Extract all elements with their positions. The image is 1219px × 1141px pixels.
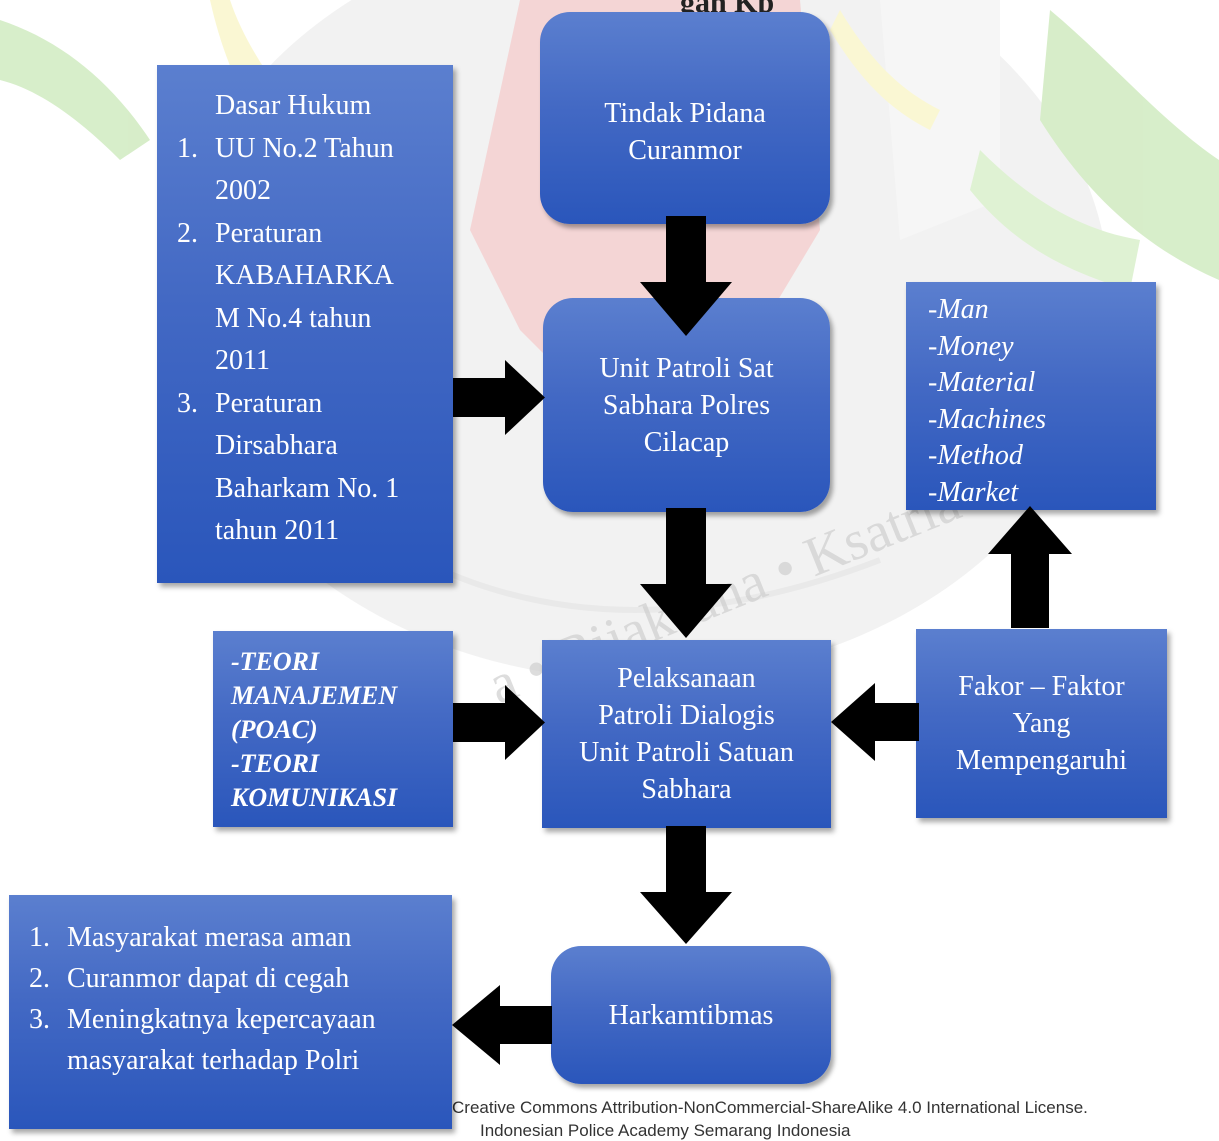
list-item: 3. Meningkatnya kepercayaan masyarakat t… xyxy=(29,1004,376,1076)
outcomes-box: 1. Masyarakat merasa aman 2. Curanmor da… xyxy=(9,895,452,1129)
arrow-up-icon xyxy=(988,506,1072,628)
faktor-node: Fakor – Faktor Yang Mempengaruhi xyxy=(916,629,1167,818)
arrow-left-icon xyxy=(831,683,919,761)
outcomes-list: 1. Masyarakat merasa aman 2. Curanmor da… xyxy=(29,917,452,1081)
dasar-hukum-box: Dasar Hukum 1. UU No.2 Tahun 2002 2. Per… xyxy=(157,65,453,583)
arrow-down-icon xyxy=(640,216,732,336)
arrow-left-icon xyxy=(452,985,552,1065)
arrow-down-icon xyxy=(640,508,732,638)
institution-text: Indonesian Police Academy Semarang Indon… xyxy=(480,1121,851,1140)
list-item: 1. Masyarakat merasa aman xyxy=(29,922,352,953)
dasar-hukum-title: Dasar Hukum xyxy=(215,90,372,121)
dasar-hukum-list: 1. UU No.2 Tahun 2002 2. Peraturan KABAH… xyxy=(177,128,443,553)
list-item: 1. UU No.2 Tahun 2002 xyxy=(177,132,394,207)
harkamtibmas-node: Harkamtibmas xyxy=(551,946,831,1084)
six-m-factors-box: -Man -Money -Material -Machines -Method … xyxy=(906,282,1156,510)
list-item: 2. Peraturan KABAHARKA M No.4 tahun 2011 xyxy=(177,217,394,377)
arrow-down-icon xyxy=(640,826,732,944)
arrow-right-icon xyxy=(453,685,545,760)
list-item: 3. Peraturan Dirsabhara Baharkam No. 1 t… xyxy=(177,387,400,547)
list-item: 2. Curanmor dapat di cegah xyxy=(29,963,350,994)
teori-box: -TEORI MANAJEMEN (POAC) -TEORI KOMUNIKAS… xyxy=(213,631,453,827)
arrow-right-icon xyxy=(453,360,545,435)
pelaksanaan-node: Pelaksanaan Patroli Dialogis Unit Patrol… xyxy=(542,640,831,828)
license-text: Creative Commons Attribution-NonCommerci… xyxy=(452,1098,1088,1117)
tindak-pidana-node: Tindak Pidana Curanmor xyxy=(540,12,830,224)
